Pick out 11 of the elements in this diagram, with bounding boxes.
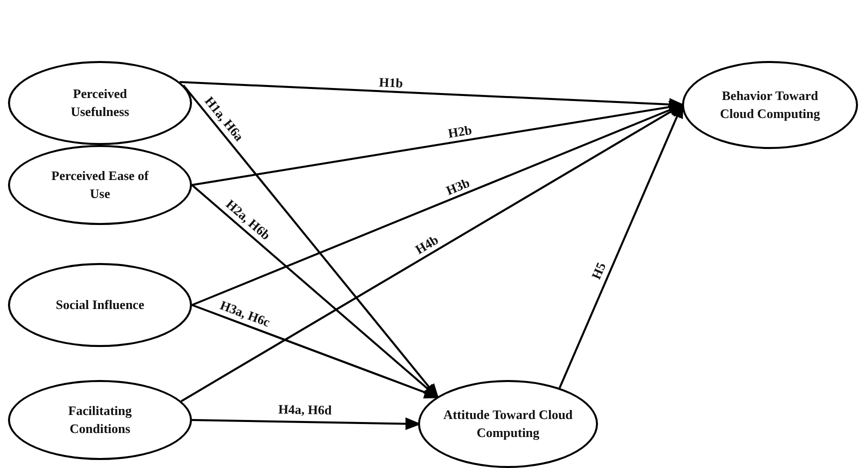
construct-name: Perceived Usefulness xyxy=(70,85,130,121)
construct-name: Facilitating Conditions xyxy=(67,402,133,438)
construct-name: Social Influence xyxy=(56,296,144,314)
arrow xyxy=(191,184,439,399)
construct-name: Behavior Toward Cloud Computing xyxy=(718,87,822,123)
edge-label: H1b xyxy=(376,75,406,90)
arrow xyxy=(192,417,420,430)
arrow xyxy=(192,304,440,398)
edge-label: H4a, H6d xyxy=(276,402,334,418)
construct-name: Perceived Ease of Use xyxy=(50,167,150,203)
construct-name: Attitude Toward Cloud Computing xyxy=(442,406,574,442)
